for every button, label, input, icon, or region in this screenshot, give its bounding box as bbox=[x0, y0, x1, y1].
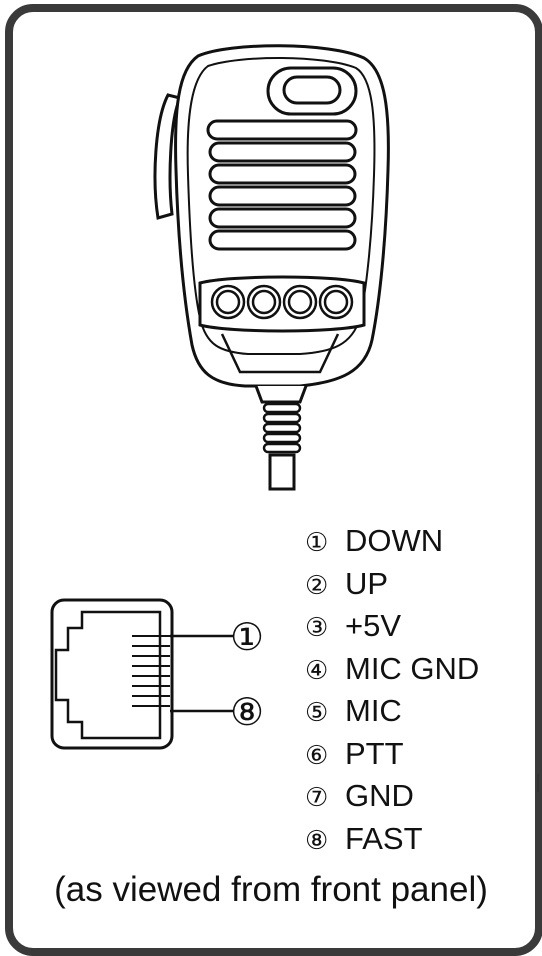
pin-number: ⑦ bbox=[305, 783, 329, 813]
pin-number: ② bbox=[305, 570, 329, 601]
top-oval-button-inner bbox=[282, 75, 342, 105]
pin-number: ③ bbox=[305, 613, 329, 643]
pin-label: PTT bbox=[345, 735, 404, 771]
keypad-buttons bbox=[210, 284, 354, 320]
pin-label: MIC GND bbox=[345, 650, 480, 686]
callout-pin-1: ① bbox=[230, 615, 264, 659]
caption: (as viewed from front panel) bbox=[54, 870, 488, 909]
cable-strain-relief bbox=[254, 385, 308, 404]
pin-number: ④ bbox=[305, 655, 329, 686]
pin-item-4: ④ MIC GND bbox=[305, 648, 479, 691]
diagram-frame bbox=[5, 4, 542, 956]
pin-item-6: ⑥ PTT bbox=[305, 733, 479, 776]
pin-item-8: ⑧ FAST bbox=[305, 818, 479, 861]
pin-item-2: ② UP bbox=[305, 563, 479, 606]
cable-coils bbox=[262, 402, 302, 454]
callout-pin-8: ⑧ bbox=[230, 690, 264, 734]
pin-number: ⑧ bbox=[305, 825, 329, 856]
microphone-inner-outline bbox=[186, 56, 376, 355]
pin-number: ⑥ bbox=[305, 740, 329, 771]
microphone-illustration bbox=[153, 44, 390, 491]
pin-label: MIC bbox=[345, 693, 402, 728]
pin-label: GND bbox=[345, 778, 414, 813]
pin-item-5: ⑤ MIC bbox=[305, 690, 479, 733]
rj45-connector bbox=[50, 598, 234, 750]
speaker-grille bbox=[206, 119, 358, 251]
pin-label: UP bbox=[345, 565, 389, 601]
pin-label: FAST bbox=[345, 820, 423, 856]
pin-item-1: ① DOWN bbox=[305, 520, 479, 563]
cable-end bbox=[268, 453, 296, 491]
keypad-band bbox=[198, 275, 366, 333]
pin-label: +5V bbox=[345, 608, 402, 643]
pin-list: ① DOWN ② UP ③ +5V ④ MIC GND ⑤ MIC ⑥ PTT ⑦ GND ⑧… bbox=[305, 520, 479, 860]
connector-inner bbox=[54, 610, 162, 740]
connector-outer bbox=[50, 598, 174, 750]
pin-number: ① bbox=[305, 528, 329, 558]
pin-item-3: ③ +5V bbox=[305, 605, 479, 648]
pin-item-7: ⑦ GND bbox=[305, 775, 479, 818]
pin-label: DOWN bbox=[345, 523, 444, 558]
pin-number: ⑤ bbox=[305, 698, 329, 728]
microphone-chin bbox=[220, 333, 340, 374]
connector-pins bbox=[132, 635, 170, 707]
ptt-side-bar bbox=[153, 93, 183, 220]
